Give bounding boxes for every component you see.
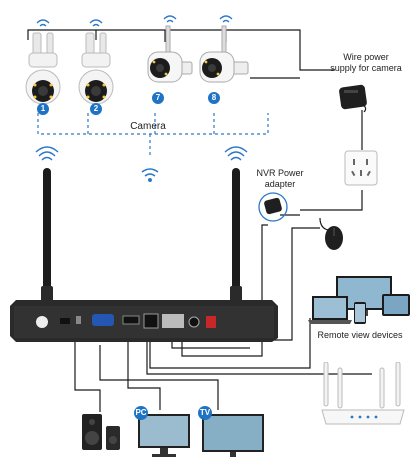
lan-port bbox=[143, 313, 159, 329]
tablet-icon bbox=[382, 294, 410, 316]
nvr-antenna-right bbox=[221, 146, 251, 306]
pc-monitor-icon: PC bbox=[132, 406, 194, 460]
nvr-power-adapter-icon bbox=[256, 192, 290, 222]
mouse-icon bbox=[318, 216, 348, 252]
dome-camera-2: 2 bbox=[76, 15, 116, 115]
camera-badge-8: 8 bbox=[208, 92, 220, 104]
power-switch bbox=[206, 316, 216, 328]
phone-icon bbox=[354, 302, 366, 324]
power-adapter-icon bbox=[334, 82, 374, 114]
laptop-icon bbox=[308, 296, 352, 324]
camera-badge-2: 2 bbox=[90, 103, 102, 115]
remote-view-label: Remote view devices bbox=[317, 330, 403, 340]
camera-power-lines bbox=[27, 29, 363, 216]
bullet-camera-7: 7 bbox=[140, 12, 195, 104]
remote-devices-group bbox=[306, 272, 414, 336]
wall-socket-icon bbox=[344, 150, 378, 186]
vga-port bbox=[92, 314, 114, 326]
nvr-recorder bbox=[10, 296, 278, 344]
camera-badge-7: 7 bbox=[152, 92, 164, 104]
camera-badge-1: 1 bbox=[37, 103, 49, 115]
router-icon bbox=[318, 361, 408, 434]
hdmi-port bbox=[122, 315, 140, 325]
wifi-icon bbox=[141, 168, 159, 182]
tv-badge: TV bbox=[198, 406, 212, 420]
dome-camera-1: 1 bbox=[23, 15, 63, 115]
usb-ports bbox=[162, 314, 184, 328]
nvr-antenna-left bbox=[32, 146, 62, 306]
speaker-icon bbox=[80, 412, 124, 452]
nvr-power-label: NVR Power adapter bbox=[256, 168, 304, 189]
tv-icon: TV bbox=[196, 406, 268, 460]
camera-label: Camera bbox=[130, 121, 166, 132]
wire-power-label: Wire power supply for camera bbox=[330, 52, 402, 73]
ground-screw-icon bbox=[36, 316, 48, 328]
bullet-camera-8: 8 bbox=[196, 12, 251, 104]
camera-dashed-bracket bbox=[37, 113, 269, 158]
pc-badge: PC bbox=[134, 406, 148, 420]
